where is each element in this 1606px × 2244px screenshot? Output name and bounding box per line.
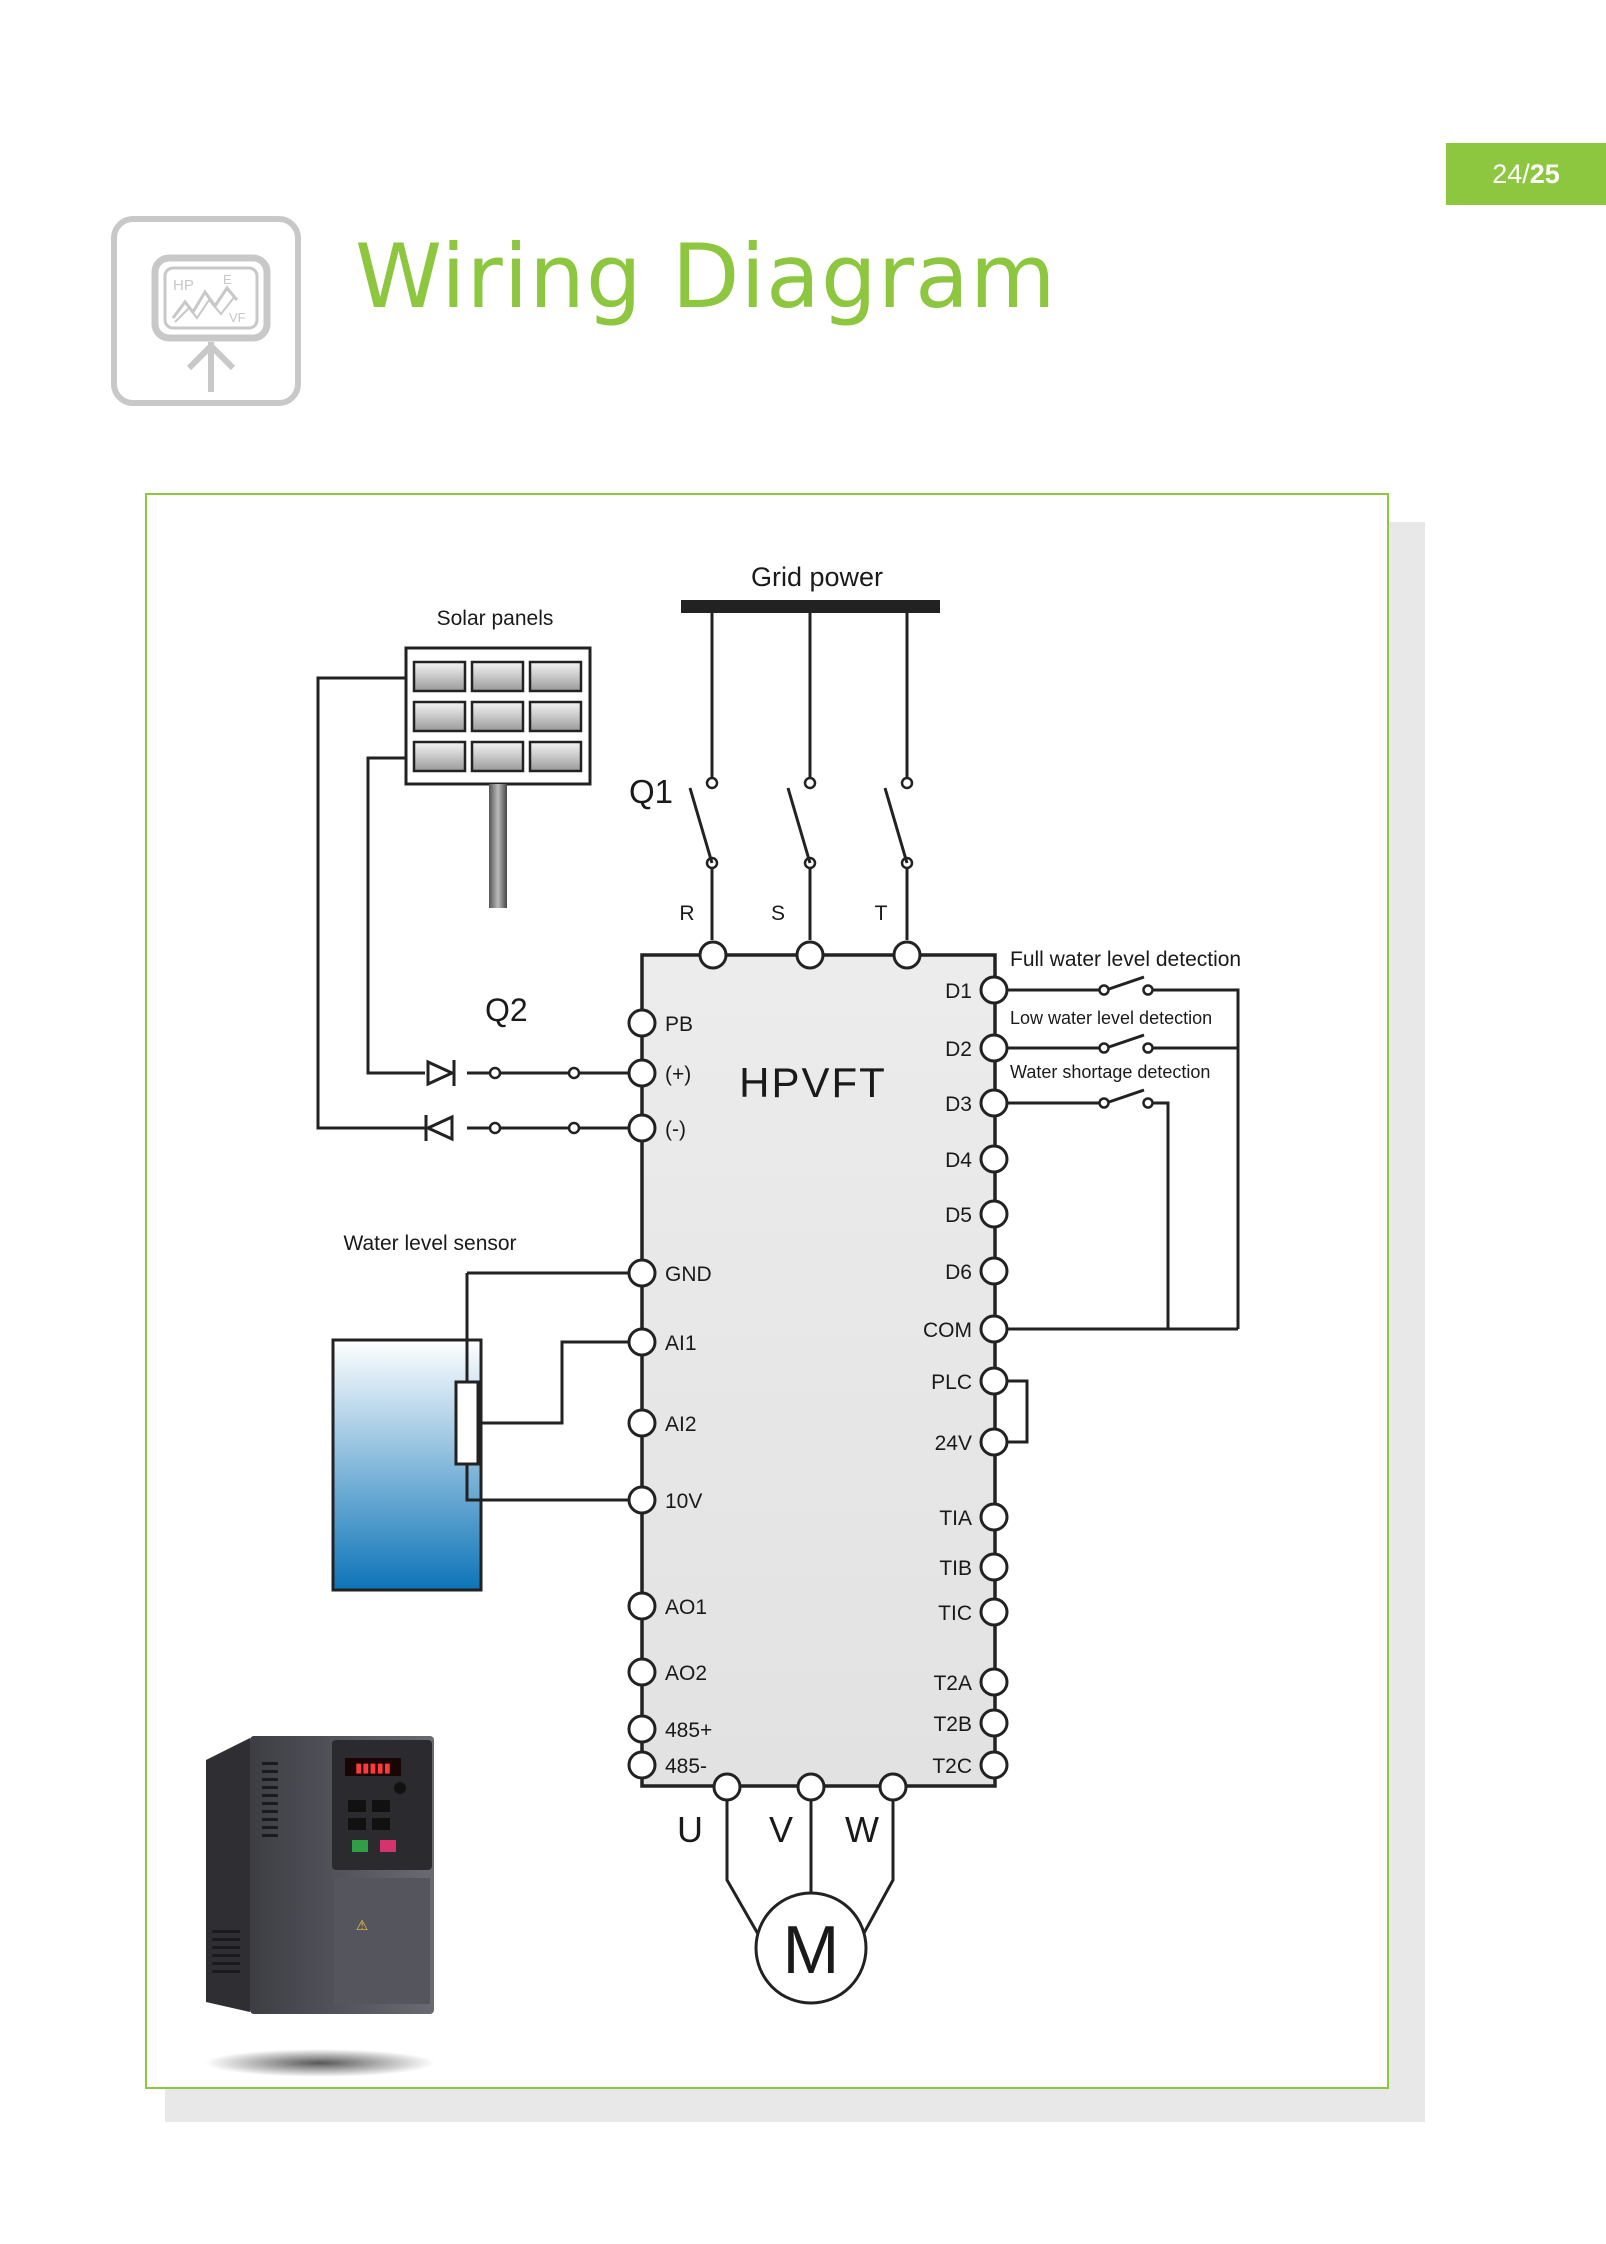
terminal-d2: D2 — [945, 1038, 972, 1061]
warning-triangle-icon: ⚠ — [356, 1917, 369, 1933]
terminal-minus: (-) — [665, 1118, 686, 1141]
terminal-tic: TIC — [938, 1602, 972, 1625]
output-terminals — [712, 1772, 908, 1802]
left-terminal-circles — [627, 1008, 657, 1780]
inverter-product-photo: ▮▮▮▮▮ ⚠ — [205, 1736, 435, 2077]
terminal-t2c: T2C — [932, 1755, 972, 1778]
terminal-pb: PB — [665, 1013, 693, 1036]
product-stop-button-icon — [380, 1840, 396, 1852]
terminal-ao2: AO2 — [665, 1662, 707, 1685]
terminal-plus: (+) — [665, 1063, 691, 1086]
terminal-d3: D3 — [945, 1093, 972, 1116]
product-display-icon: ▮▮▮▮▮ — [355, 1760, 391, 1775]
full-water-detection-label: Full water level detection — [1010, 948, 1241, 971]
level-sensor-potentiometer — [454, 1380, 480, 1466]
solar-panel-pole — [489, 784, 507, 908]
page-number-current: 24/ — [1492, 159, 1530, 189]
detection-switch-contacts — [1098, 984, 1154, 1109]
logo-letter-vf: VF — [229, 310, 246, 325]
terminal-tia: TIA — [939, 1507, 972, 1530]
grid-power-bus — [681, 600, 940, 613]
solar-panels-label: Solar panels — [437, 607, 554, 630]
terminal-ao1: AO1 — [665, 1596, 707, 1619]
low-water-detection-label: Low water level detection — [1010, 1008, 1212, 1028]
breaker-q2 — [488, 1066, 581, 1135]
breaker-q2-label: Q2 — [485, 992, 528, 1028]
terminal-gnd: GND — [665, 1263, 712, 1286]
terminal-24v: 24V — [935, 1432, 972, 1455]
diode-minus — [424, 1114, 454, 1142]
water-shortage-detection-label: Water shortage detection — [1010, 1062, 1210, 1082]
terminal-10v: 10V — [665, 1490, 702, 1513]
terminal-d5: D5 — [945, 1204, 972, 1227]
breaker-q1 — [688, 776, 914, 940]
product-run-button-icon — [352, 1840, 368, 1852]
logo-letter-e: E — [223, 272, 232, 287]
monitor-chart-icon: HP E VF — [151, 254, 271, 392]
left-terminal-labels: PB (+) (-) GND AI1 AI2 10V AO1 AO2 485+ … — [665, 1013, 712, 1778]
right-terminal-labels: D1 D2 D3 D4 D5 D6 COM PLC 24V TIA TIB TI… — [923, 980, 972, 1778]
brand-logo: HP E VF — [111, 216, 301, 406]
terminal-485-plus: 485+ — [665, 1719, 712, 1742]
input-label-r: R — [679, 902, 694, 925]
input-label-t: T — [875, 902, 888, 925]
page-title: Wiring Diagram — [355, 225, 1057, 328]
water-level-sensor-label: Water level sensor — [343, 1232, 516, 1255]
terminal-t2b: T2B — [933, 1713, 972, 1736]
diode-plus — [426, 1059, 456, 1087]
inverter-name: HPVFT — [739, 1059, 887, 1106]
terminal-ai1: AI1 — [665, 1332, 697, 1355]
logo-letter-hp: HP — [173, 277, 194, 294]
input-label-s: S — [771, 902, 785, 925]
terminal-tib: TIB — [939, 1557, 972, 1580]
terminal-plc: PLC — [931, 1371, 972, 1394]
terminal-com: COM — [923, 1319, 972, 1342]
input-terminals — [698, 940, 922, 970]
terminal-d4: D4 — [945, 1149, 972, 1172]
terminal-d6: D6 — [945, 1261, 972, 1284]
page-number-tab: 24/25 — [1446, 143, 1606, 205]
terminal-ai2: AI2 — [665, 1413, 697, 1436]
output-label-u: U — [677, 1809, 703, 1850]
page-number-total: 25 — [1529, 159, 1560, 189]
motor-label: M — [783, 1912, 840, 1988]
detection-wiring — [1007, 975, 1240, 1444]
breaker-q1-label: Q1 — [629, 773, 673, 810]
output-label-w: W — [845, 1809, 879, 1850]
output-label-v: V — [769, 1809, 793, 1850]
grid-power-label: Grid power — [751, 562, 883, 592]
sensor-wiring — [465, 1271, 628, 1502]
solar-panel-array — [404, 646, 592, 908]
motor-circle — [754, 1891, 868, 2005]
terminal-t2a: T2A — [933, 1672, 972, 1695]
right-terminal-circles — [979, 975, 1009, 1780]
terminal-485-minus: 485- — [665, 1755, 707, 1778]
terminal-d1: D1 — [945, 980, 972, 1003]
